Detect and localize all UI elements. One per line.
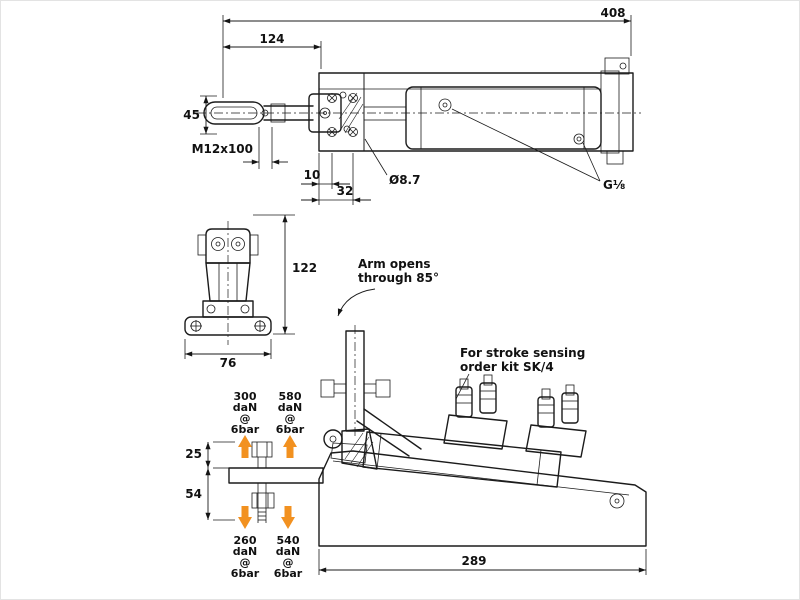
force-unit: daN [233, 545, 258, 558]
side-view-drawing [228, 325, 647, 547]
sensor-note-line2: order kit SK/4 [460, 360, 554, 374]
arm-note-line2: through 85° [358, 271, 439, 285]
top-view-dimensions: 408 124 45 M12x100 10 32 Ø8.7 G⅛ [183, 6, 632, 205]
hole-diameter-label: Ø8.7 [389, 173, 420, 187]
dim-32-label: 32 [337, 184, 354, 198]
work-bar [228, 467, 324, 484]
force-at: @ [240, 412, 251, 425]
adjusting-bolt [251, 441, 275, 523]
base-bolt-hole [609, 493, 625, 509]
port-thread-label: G⅛ [603, 178, 625, 192]
force-pressure: 6bar [274, 567, 303, 580]
roller-right [231, 237, 245, 251]
force-down-left: 260 daN @ 6bar [231, 506, 260, 580]
force-annotations: 300 daN @ 6bar 580 daN @ 6bar 260 daN @ … [231, 390, 305, 580]
front-view-drawing [184, 221, 272, 345]
stroke-sensor-left [443, 374, 508, 450]
front-view-dimensions: 122 76 [184, 214, 317, 370]
force-value: 580 [279, 390, 302, 403]
dim-45-label: 45 [183, 108, 200, 122]
force-pressure: 6bar [231, 567, 260, 580]
stroke-sensor-right [525, 384, 587, 458]
dim-76-label: 76 [220, 356, 237, 370]
clamp-base [318, 450, 647, 547]
dim-122-label: 122 [292, 261, 317, 275]
dim-54-label: 54 [185, 487, 202, 501]
dim-408-label: 408 [600, 6, 625, 20]
cylinder-body [362, 431, 562, 488]
force-at: @ [283, 556, 294, 569]
force-up-arrow-icon [238, 435, 252, 458]
dim-289-label: 289 [461, 554, 486, 568]
thread-label: M12x100 [192, 142, 253, 156]
force-unit: daN [233, 401, 258, 414]
clamp-arm-bar [345, 330, 365, 432]
top-view-drawing [197, 57, 641, 165]
force-at: @ [240, 556, 251, 569]
port-hole-right [573, 133, 585, 145]
dim-10-label: 10 [304, 168, 321, 182]
force-unit: daN [276, 545, 301, 558]
force-value: 260 [234, 534, 257, 547]
port-hole-left [438, 98, 452, 112]
force-unit: daN [278, 401, 303, 414]
arm-bolts [320, 379, 391, 398]
force-down-arrow-icon [238, 506, 252, 529]
base-flange [184, 316, 272, 336]
rotation-arc-arrow [337, 288, 376, 317]
bracket-screws [327, 93, 358, 137]
arm-note-line1: Arm opens [358, 257, 431, 271]
force-value: 540 [277, 534, 300, 547]
force-pressure: 6bar [276, 423, 305, 436]
toggle-mechanism [338, 91, 364, 134]
force-down-right: 540 daN @ 6bar [274, 506, 303, 580]
elbow-fitting [604, 57, 630, 75]
sensor-note-line1: For stroke sensing [460, 346, 585, 360]
force-down-arrow-icon [281, 506, 295, 529]
force-up-arrow-icon [283, 435, 297, 458]
force-up-right: 580 daN @ 6bar [276, 390, 305, 458]
roller-left [211, 237, 225, 251]
dim-25-label: 25 [185, 447, 202, 461]
force-up-left: 300 daN @ 6bar [231, 390, 260, 458]
dim-124-label: 124 [259, 32, 284, 46]
force-value: 300 [234, 390, 257, 403]
force-at: @ [285, 412, 296, 425]
side-view-annotations: Arm opens through 85° For stroke sensing… [185, 257, 647, 575]
force-pressure: 6bar [231, 423, 260, 436]
